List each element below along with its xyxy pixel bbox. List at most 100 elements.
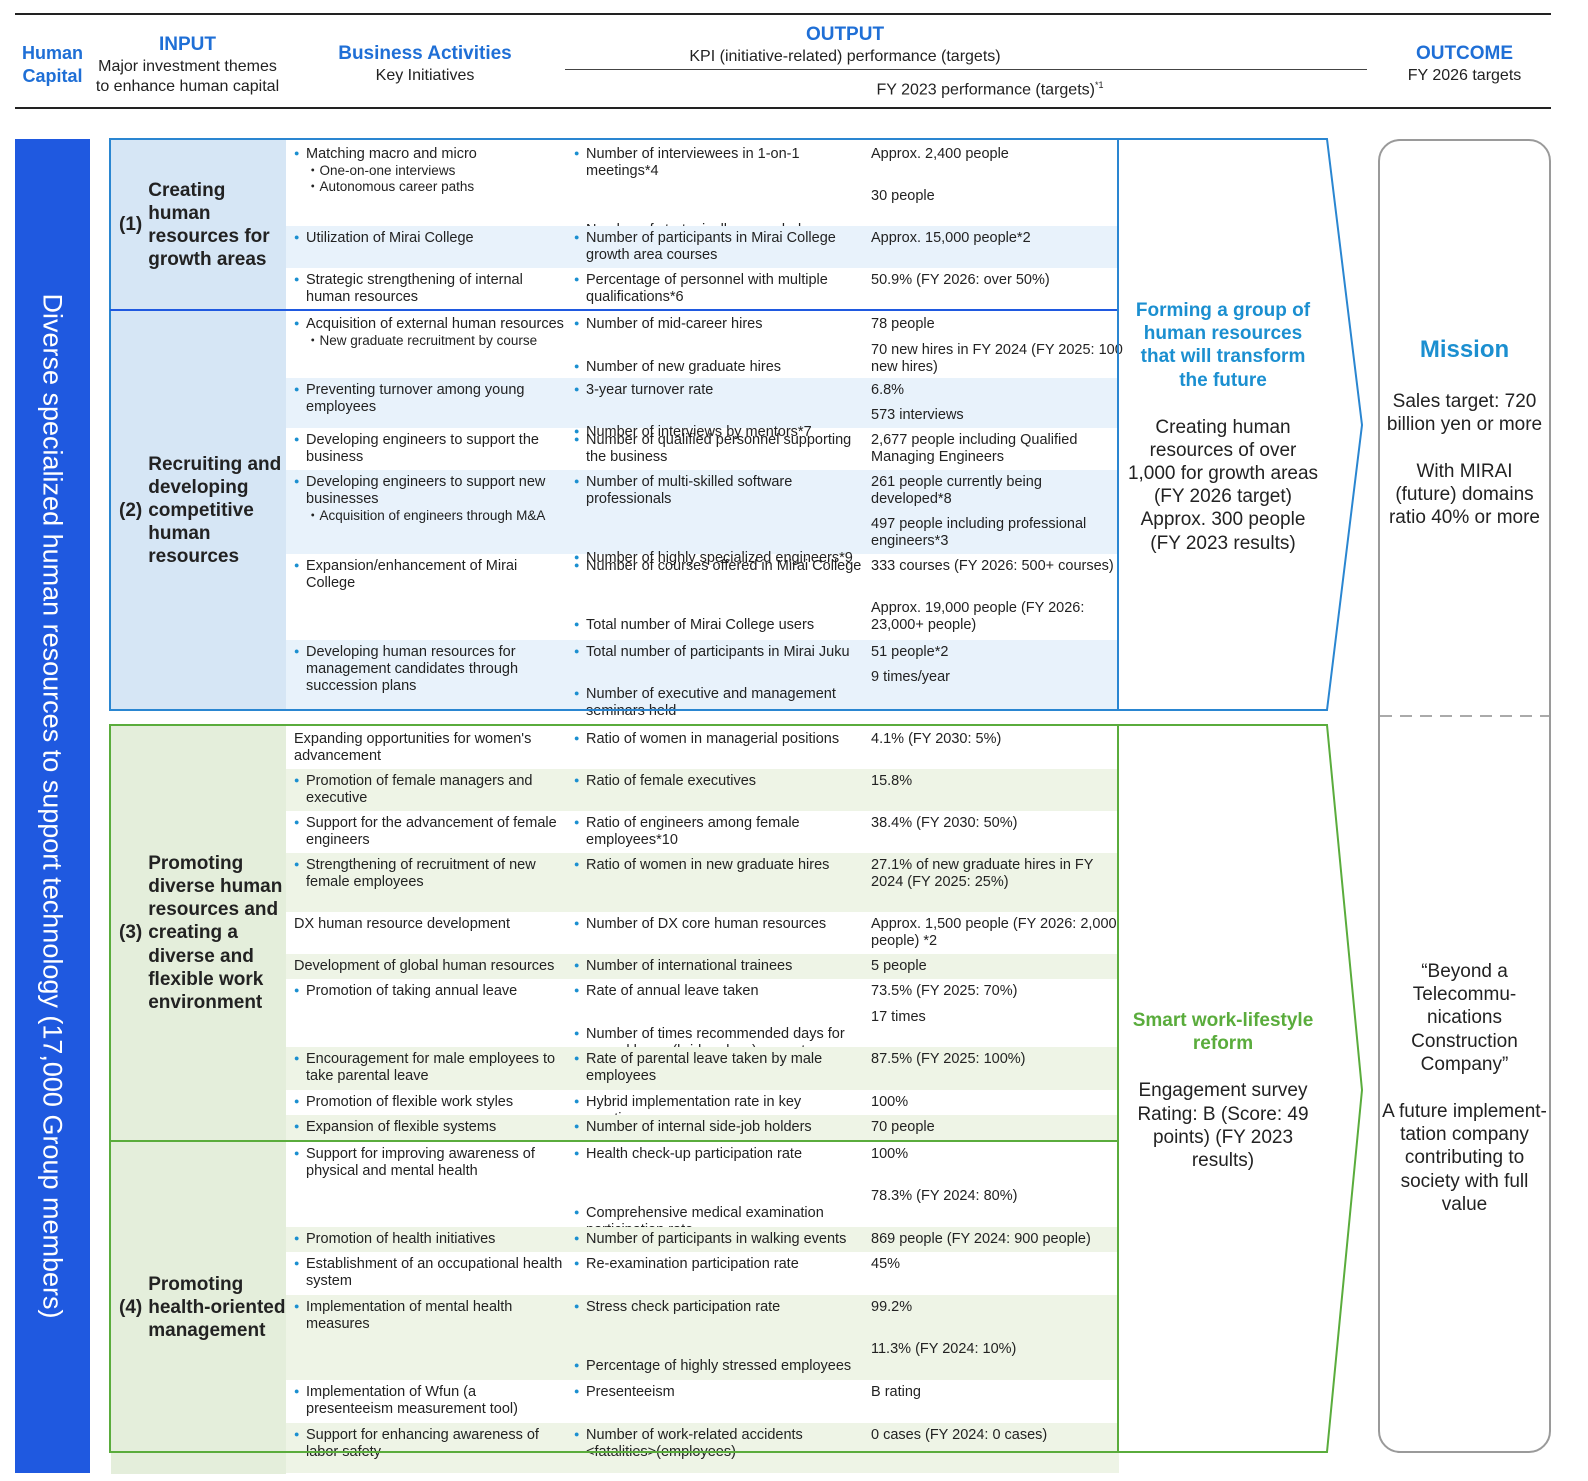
business-subtitle: Key Initiatives: [375, 66, 475, 84]
kpi-label: Number of DX core human resources: [574, 916, 864, 933]
initiative-cell: Preventing turnover among young employee…: [294, 382, 564, 416]
kpi-label: Number of participants in Mirai College …: [574, 230, 864, 264]
table-row: Support for enhancing awareness of labor…: [286, 1423, 1119, 1473]
kpi-value: 87.5% (FY 2025: 100%): [871, 1051, 1026, 1067]
output-blue-body: Creating human resources of over 1,000 f…: [1127, 416, 1319, 554]
initiative-label: Implementation of mental health measures: [294, 1299, 564, 1333]
table-row: Strengthening of recruitment of new fema…: [286, 853, 1119, 912]
table-row: Expanding opportunities for women's adva…: [286, 727, 1119, 769]
header-bottom-rule: [15, 107, 1551, 109]
table-row: DX human resource development Number of D…: [286, 912, 1119, 954]
outcome-future: A future implement-tation company contri…: [1382, 1101, 1547, 1215]
table-row: Support for the advancement of female en…: [286, 811, 1119, 853]
output-green-block: Smart work-lifestyle reform Engagement s…: [1124, 1009, 1322, 1172]
kpi-label: Ratio of women in managerial positions: [574, 731, 864, 748]
table-row: Promotion of female managers and executi…: [286, 769, 1119, 811]
theme-1-label: Creating human resources for growth area…: [148, 179, 270, 271]
header-outcome: OUTCOME FY 2026 targets: [1378, 42, 1551, 86]
table-row: Strategic strengthening of internal huma…: [286, 268, 1119, 310]
initiative-cell: Encouragement for male employees to take…: [294, 1051, 564, 1085]
kpi-label: Number of interviewees in 1-on-1 meeting…: [574, 146, 864, 180]
output-blue-block: Forming a group of human resources that …: [1124, 299, 1322, 555]
initiative-label: Developing engineers to support the busi…: [294, 432, 564, 466]
initiative-label: Matching macro and micro: [294, 146, 564, 163]
table-row: Acquisition of external human resourcesN…: [286, 312, 1123, 378]
kpi-value: 51 people*2: [871, 644, 949, 660]
theme-2-number: (2): [119, 499, 143, 521]
kpi-label: Presenteeism: [574, 1384, 864, 1401]
outcome-box: [1378, 139, 1551, 1453]
theme-4-label: Promoting health-oriented management: [148, 1273, 286, 1342]
initiative-label: Expansion/enhancement of Mirai College: [294, 558, 564, 592]
initiative-cell: Support for improving awareness of physi…: [294, 1146, 564, 1180]
initiative-label: Support for improving awareness of physi…: [294, 1146, 564, 1180]
output-fy-label: FY 2023 performance (targets): [876, 81, 1095, 99]
header-business: Business Activities Key Initiatives: [330, 42, 520, 86]
initiative-cell: Developing engineers to support the busi…: [294, 432, 564, 466]
kpi-value: B rating: [871, 1384, 921, 1400]
kpi-label: Rate of annual leave taken: [574, 983, 864, 1000]
input-title: INPUT: [159, 34, 216, 55]
vertical-banner-text: Diverse specialized human resources to s…: [37, 293, 68, 1319]
kpi-label: Total number of Mirai College users: [574, 617, 864, 634]
initiative-label: Development of global human resources: [294, 958, 555, 974]
initiative-label: Support for enhancing awareness of labor…: [294, 1427, 564, 1461]
initiative-label: Promotion of female managers and executi…: [294, 773, 564, 807]
table-row: Developing engineers to support new busi…: [286, 470, 1119, 566]
kpi-label: Ratio of engineers among female employee…: [574, 815, 864, 849]
table-row: Implementation of mental health measures…: [286, 1295, 1119, 1380]
kpi-label: Ratio of women in new graduate hires: [574, 857, 864, 874]
initiative-cell: Strategic strengthening of internal huma…: [294, 272, 564, 306]
kpi-value: 4.1% (FY 2030: 5%): [871, 731, 1002, 747]
initiative-label: Developing human resources for managemen…: [294, 644, 564, 695]
initiative-cell: DX human resource development: [294, 916, 564, 933]
initiative-label: Developing engineers to support new busi…: [294, 474, 564, 508]
initiative-cell: Establishment of an occupational health …: [294, 1256, 564, 1290]
kpi-value: 261 people currently being developed*8: [871, 474, 1042, 508]
initiative-cell: Expansion of flexible systems: [294, 1119, 564, 1136]
initiative-cell: Support for the advancement of female en…: [294, 815, 564, 849]
kpi-label: Stress check participation rate: [574, 1299, 864, 1316]
kpi-value: 2,677 people including Qualified Managin…: [871, 432, 1078, 466]
initiative-cell: Promotion of flexible work styles: [294, 1094, 564, 1111]
table-row: Expansion/enhancement of Mirai College Nu…: [286, 554, 1119, 640]
initiative-label: Promotion of taking annual leave: [294, 983, 564, 1000]
theme-3-label: Promoting diverse human resources and cr…: [148, 852, 283, 1013]
outcome-beyond: “Beyond a Telecommu-nications Constructi…: [1411, 961, 1518, 1075]
kpi-value: 70 people: [871, 1119, 935, 1135]
table-row: Establishment of an occupational health …: [286, 1252, 1119, 1295]
kpi-value: 38.4% (FY 2030: 50%): [871, 815, 1018, 831]
kpi-value: 6.8%: [871, 382, 905, 398]
kpi-label: 3-year turnover rate: [574, 382, 864, 399]
kpi-value: 100%: [871, 1146, 909, 1162]
header-output: OUTPUT KPI (initiative-related) performa…: [565, 23, 1125, 67]
table-row: Promotion of health initiativesNumber of…: [286, 1227, 1119, 1252]
initiative-label: Acquisition of external human resources: [294, 316, 564, 333]
initiative-sub-item: New graduate recruitment by course: [294, 333, 564, 349]
header-human-capital: Human Capital: [15, 42, 90, 87]
initiative-cell: Development of global human resources: [294, 958, 564, 975]
kpi-value: 27.1% of new graduate hires in FY 2024 (…: [871, 857, 1094, 891]
kpi-label: Number of courses offered in Mirai Colle…: [574, 558, 864, 575]
initiative-label: DX human resource development: [294, 916, 511, 932]
initiative-label: Promotion of health initiatives: [294, 1231, 564, 1248]
kpi-label: Number of new graduate hires: [574, 359, 864, 376]
table-row: Promotion of taking annual leave Rate of …: [286, 979, 1119, 1059]
kpi-value: 100%: [871, 1094, 909, 1110]
kpi-value: 0 cases (FY 2024: 0 cases): [871, 1427, 1048, 1443]
initiative-cell: Promotion of female managers and executi…: [294, 773, 564, 807]
kpi-label: Number of mid-career hires: [574, 316, 864, 333]
initiative-sub-item: Autonomous career paths: [294, 179, 564, 195]
theme-3: (3) Promoting diverse human resources an…: [111, 725, 286, 1141]
initiative-cell: Expanding opportunities for women's adva…: [294, 731, 564, 765]
kpi-value: 30 people: [871, 188, 935, 204]
table-row: Support for improving awareness of physi…: [286, 1142, 1119, 1238]
kpi-value: 78.3% (FY 2024: 80%): [871, 1188, 1018, 1204]
initiative-cell: Acquisition of external human resourcesN…: [294, 316, 564, 349]
vertical-banner: [15, 139, 90, 1473]
initiative-cell: Support for enhancing awareness of labor…: [294, 1427, 564, 1461]
initiative-cell: Promotion of health initiatives: [294, 1231, 564, 1248]
outcome-subtitle: FY 2026 targets: [1407, 66, 1522, 84]
kpi-label: Number of internal side-job holders: [574, 1119, 864, 1136]
output-green-body: Engagement survey Rating: B (Score: 49 p…: [1137, 1080, 1309, 1171]
